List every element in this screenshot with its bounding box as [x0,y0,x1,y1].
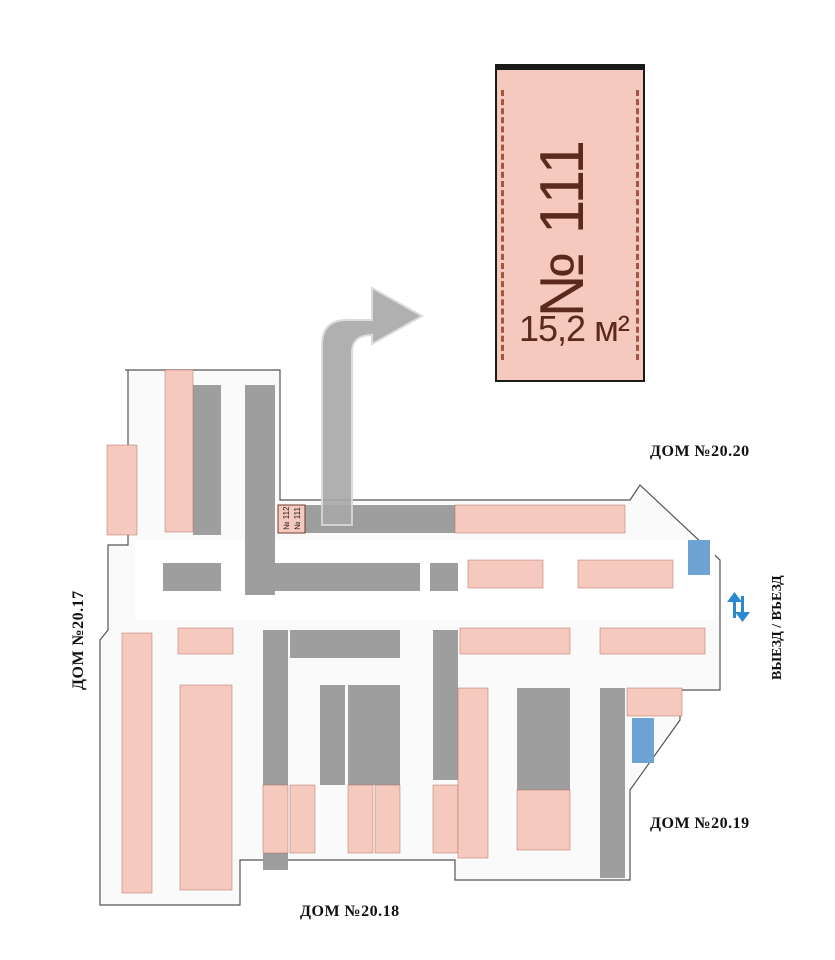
exit-entry-label: ВЫЕЗД / ВЪЕЗД [770,575,785,680]
marked-spot-112: № 112 [282,506,291,530]
house-label-20-20: ДОМ №20.20 [650,443,750,460]
two-way-arrows-icon [727,592,750,622]
spot-area: 15,2 м² [519,308,630,349]
stairs [632,540,710,763]
house-label-20-18: ДОМ №20.18 [300,903,400,920]
marked-spot-111: № 111 [293,506,302,530]
highlighted-spot-card: № 111 15,2 м² [495,64,645,382]
house-label-20-19: ДОМ №20.19 [650,815,750,832]
parking-spots [106,369,706,894]
spot-number: № 111 [528,140,597,318]
house-label-20-17: ДОМ №20.17 [70,590,87,690]
curved-arrow-icon [321,286,425,526]
